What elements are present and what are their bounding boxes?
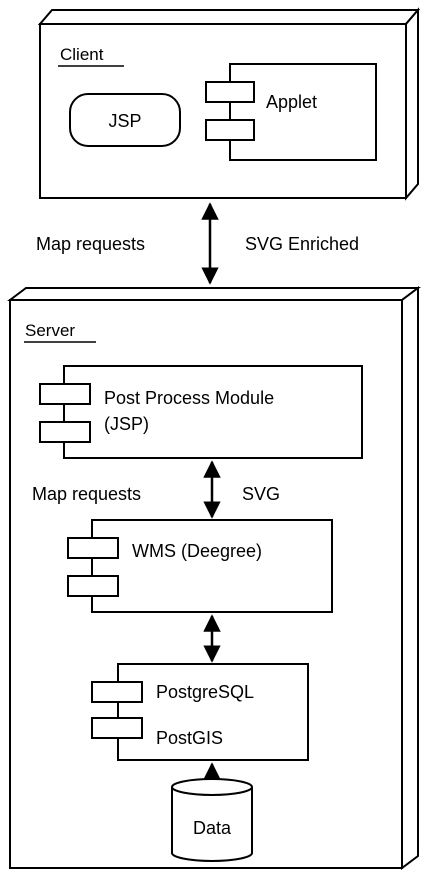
postgres-label-line2: PostGIS (156, 728, 223, 748)
post-process-component (39, 365, 363, 459)
server-title: Server (25, 321, 75, 340)
client-response-label: SVG Enriched (245, 234, 359, 254)
client-title: Client (60, 45, 104, 64)
internal-request-label: Map requests (32, 484, 141, 504)
post-process-label-line2: (JSP) (104, 414, 149, 434)
component-tab-icon (205, 119, 255, 141)
data-label: Data (193, 818, 232, 838)
component-tab-icon (39, 383, 91, 405)
jsp-label: JSP (108, 111, 141, 131)
component-tab-icon (67, 575, 119, 597)
component-tab-icon (205, 81, 255, 103)
client-request-label: Map requests (36, 234, 145, 254)
applet-label: Applet (266, 92, 317, 112)
component-tab-icon (39, 421, 91, 443)
component-tab-icon (91, 681, 143, 703)
component-tab-icon (91, 717, 143, 739)
postgres-label-line1: PostgreSQL (156, 682, 254, 702)
postgres-component (91, 663, 309, 761)
wms-label: WMS (Deegree) (132, 541, 262, 561)
wms-component (67, 519, 333, 613)
data-cylinder (171, 778, 253, 862)
applet-component (205, 63, 377, 161)
internal-response-label: SVG (242, 484, 280, 504)
jsp-component (69, 93, 181, 147)
post-process-label-line1: Post Process Module (104, 388, 274, 408)
component-tab-icon (67, 537, 119, 559)
